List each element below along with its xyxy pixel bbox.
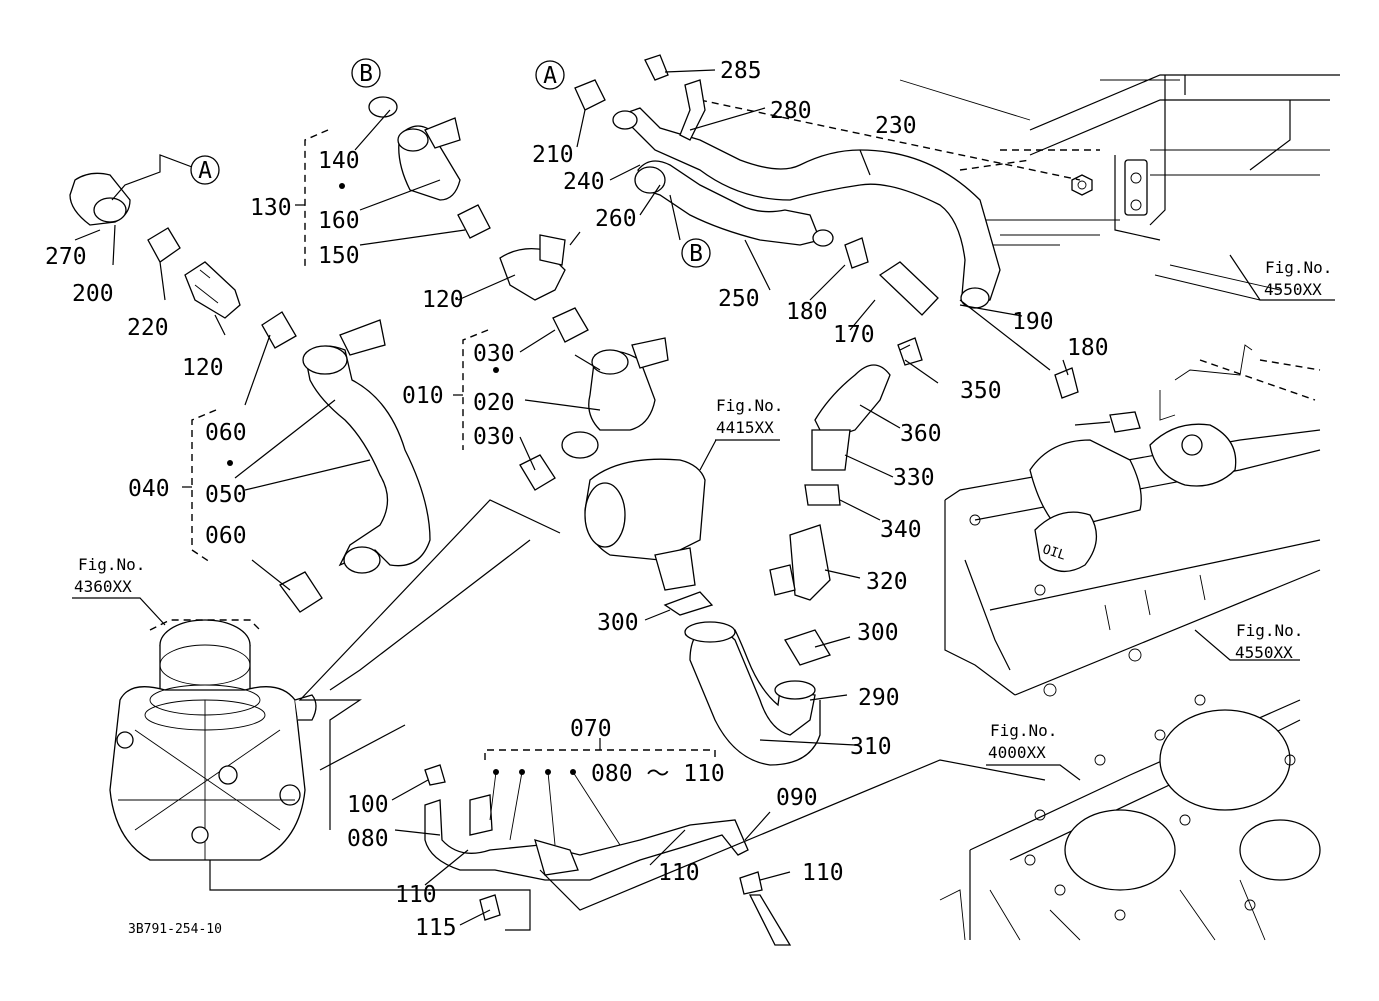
callout-030: 030 [473,424,515,450]
callout-320: 320 [866,569,908,595]
callout-040: 040 [128,476,170,502]
callout-160: 160 [318,208,360,234]
reference-markers: A A B B [190,58,711,268]
marker-a-left: A [198,158,212,184]
fig-ref-4415: 4415XX [716,418,774,437]
callout-130: 130 [250,195,292,221]
marker-a-top: A [543,63,557,89]
engine-frame-drawing [699,74,1340,301]
group-brackets [182,129,716,760]
callout-150: 150 [318,243,360,269]
callout-090: 090 [776,785,818,811]
callout-280: 280 [770,98,812,124]
callout-340: 340 [880,517,922,543]
callout-080: 080 [347,826,389,852]
callout-140: 140 [318,148,360,174]
callout-180: 180 [786,299,828,325]
callout-200: 200 [72,281,114,307]
callout-170: 170 [833,322,875,348]
fig-ref-title: Fig.No. [78,555,145,574]
callout-290: 290 [858,685,900,711]
leader-lines [72,69,1335,931]
fig-ref-4360: 4360XX [74,577,132,596]
fig-ref-title: Fig.No. [1265,258,1332,277]
callout-360: 360 [900,421,942,447]
marker-a-circle [535,60,565,90]
oil-separator-drawing [109,619,317,861]
valve-cover-drawing: OIL [944,344,1321,697]
callout-120: 120 [422,287,464,313]
marker-a-circle [190,155,220,185]
callout-120: 120 [182,355,224,381]
callout-350: 350 [960,378,1002,404]
callout-300: 300 [597,610,639,636]
fig-ref-title: Fig.No. [1236,621,1303,640]
callout-030: 030 [473,341,515,367]
callout-070: 070 [570,716,612,742]
callout-190: 190 [1012,309,1054,335]
cylinder-block-drawing [939,694,1321,941]
callout-100: 100 [347,792,389,818]
hose-parts-drawing [69,54,1141,946]
callout-220: 220 [127,315,169,341]
fig-ref-4550: 4550XX [1264,280,1322,299]
callout-310: 310 [850,734,892,760]
callout-210: 210 [532,142,574,168]
fig-ref-title: Fig.No. [716,396,783,415]
marker-b-top: B [359,61,373,87]
callout-260: 260 [595,206,637,232]
callout-060: 060 [205,523,247,549]
marker-b-circle [681,238,711,268]
callout-270: 270 [45,244,87,270]
fig-ref-4550: 4550XX [1235,643,1293,662]
callout-080-110: 080 ～ 110 [591,761,725,787]
callout-110: 110 [658,860,700,886]
drawing-number: 3B791-254-10 [128,922,222,937]
fig-ref-4000: 4000XX [988,743,1046,762]
fig-ref-title: Fig.No. [990,721,1057,740]
callout-240: 240 [563,169,605,195]
part-callouts: 270 200 220 120 060 040 050 060 140 130 … [45,58,1109,941]
callout-230: 230 [875,113,917,139]
callout-060: 060 [205,420,247,446]
marker-b-right: B [689,241,703,267]
callout-020: 020 [473,390,515,416]
callout-115: 115 [415,915,457,941]
callout-180: 180 [1067,335,1109,361]
callout-110: 110 [802,860,844,886]
callout-050: 050 [205,482,247,508]
callout-300: 300 [857,620,899,646]
svg-text:OIL: OIL [1041,542,1068,564]
callout-250: 250 [718,286,760,312]
marker-b-circle [351,58,381,88]
callout-110: 110 [395,882,437,908]
group-dot-leaders [489,771,621,846]
callout-010: 010 [402,383,444,409]
callout-285: 285 [720,58,762,84]
figure-references: Fig.No. 4360XX Fig.No. 4415XX Fig.No. 45… [74,258,1332,762]
callout-330: 330 [893,465,935,491]
